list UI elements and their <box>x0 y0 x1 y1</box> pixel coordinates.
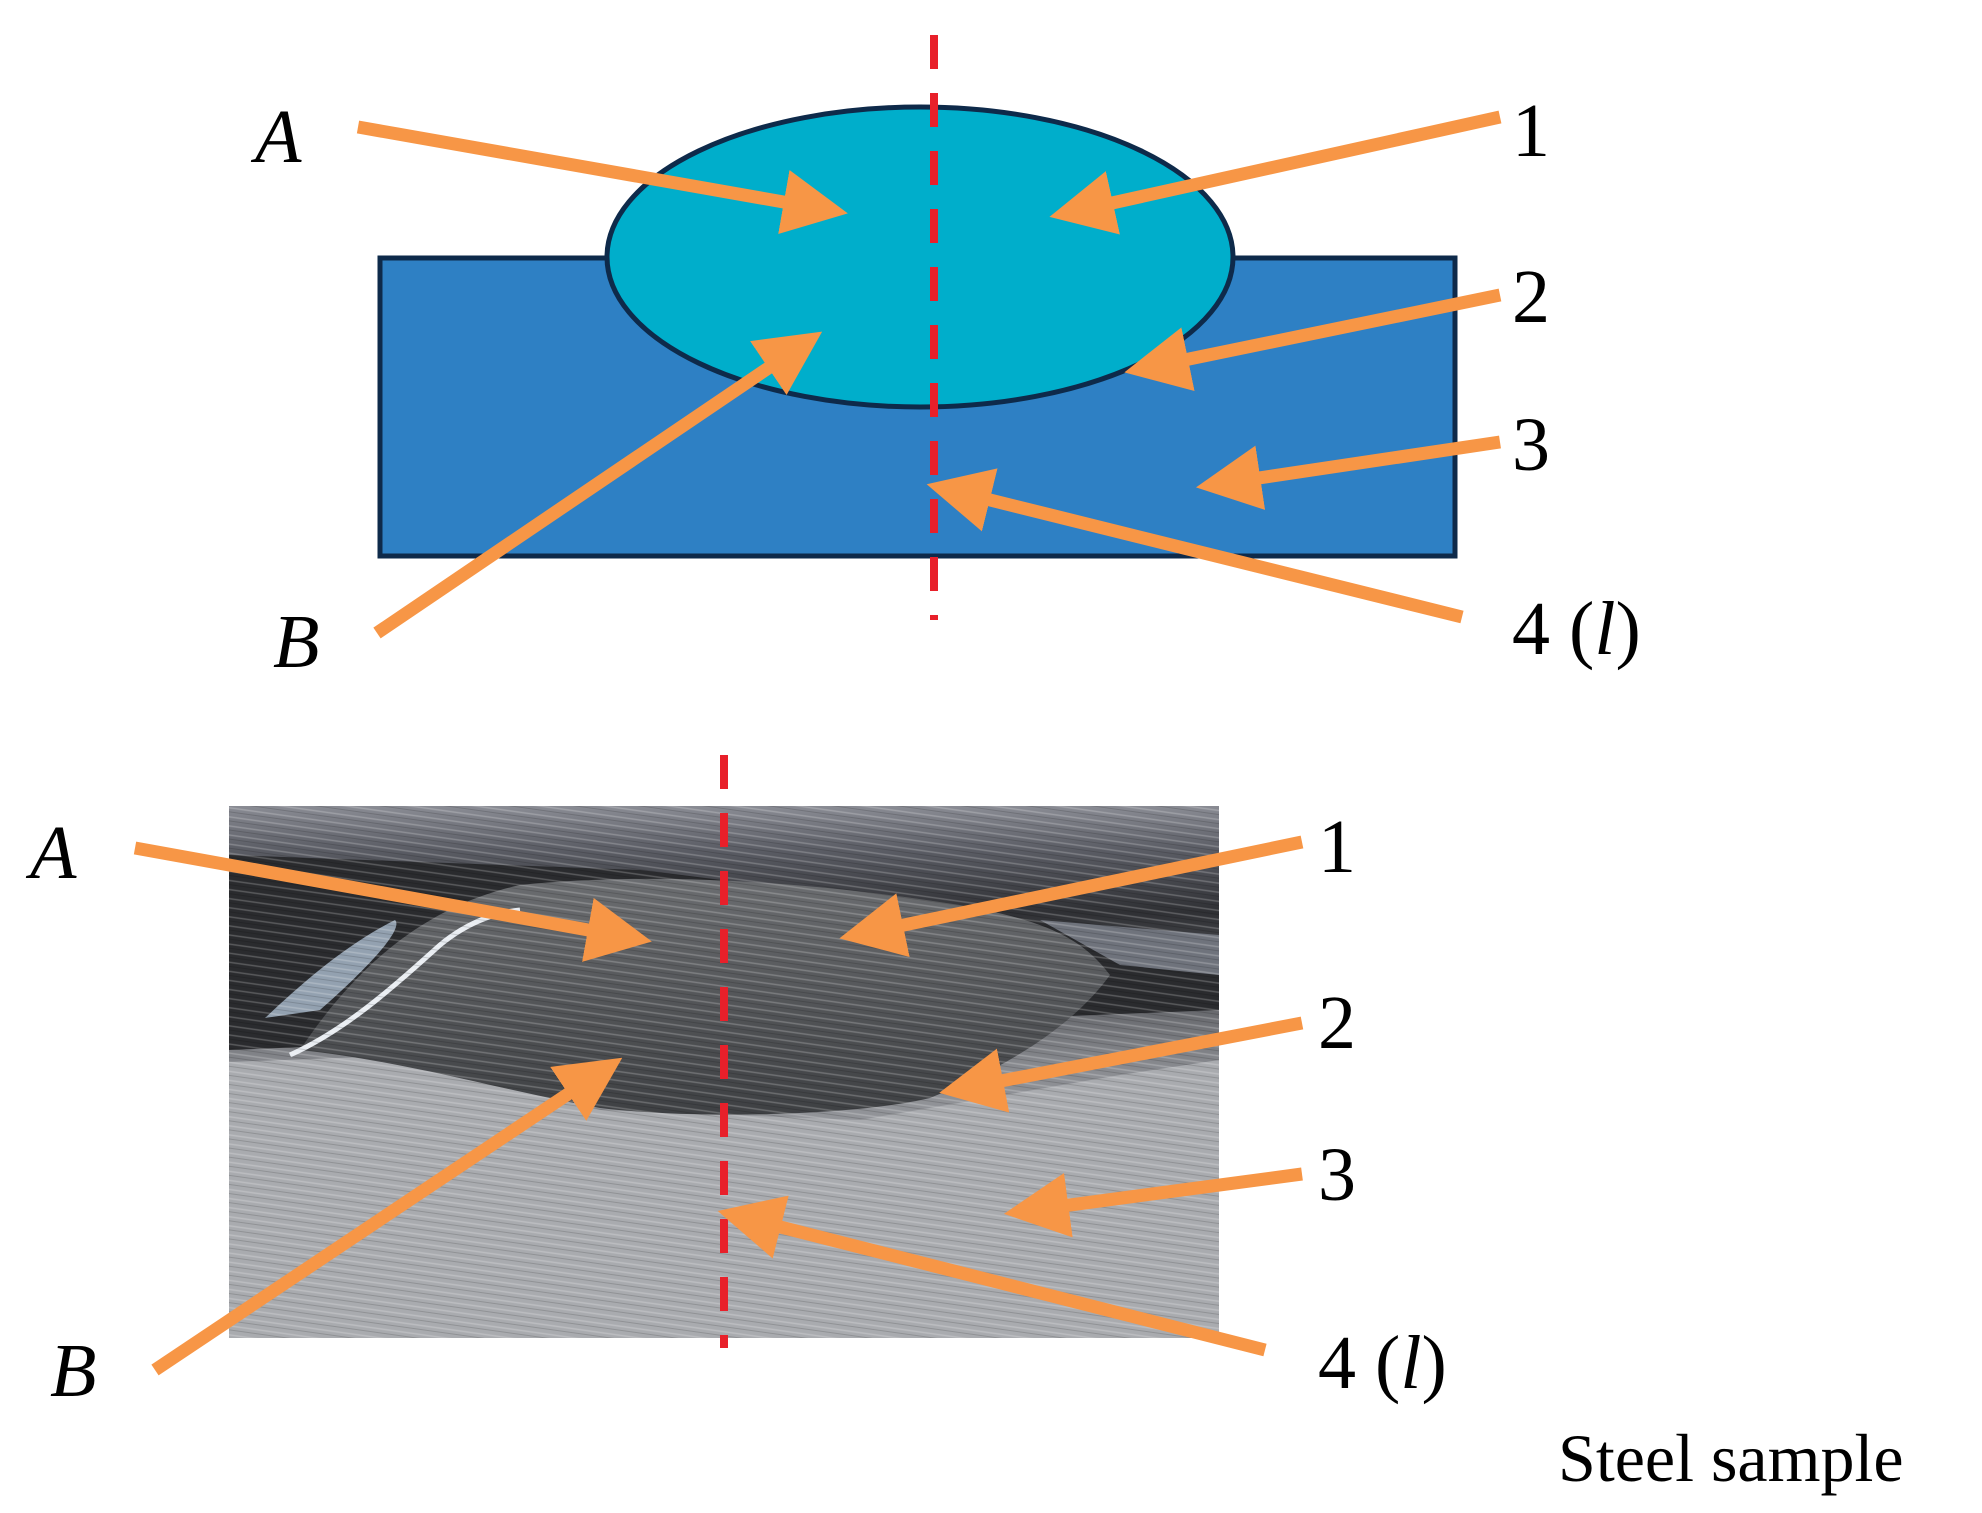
photo-label-A: A <box>25 811 77 895</box>
photo-label-4: 4 (l) <box>1318 1321 1447 1405</box>
photo-arrow-3 <box>1003 1167 1303 1238</box>
photo-arrow-1 <box>839 835 1304 957</box>
photo-label-B: B <box>50 1329 96 1413</box>
label-2: 2 <box>1512 255 1550 339</box>
label-A: A <box>250 95 302 179</box>
photo-arrow-B <box>151 1057 623 1376</box>
label-4: 4 (l) <box>1512 587 1641 671</box>
arrow-2 <box>1124 288 1502 392</box>
label-3: 3 <box>1512 403 1550 487</box>
photo-arrow-2 <box>939 1016 1304 1113</box>
schematic-diagram: A B 1 2 3 4 (l) <box>250 35 1641 684</box>
caption: Steel sample <box>1558 1420 1904 1496</box>
weld-nugget <box>604 104 1236 410</box>
arrow-1 <box>1049 110 1502 235</box>
photo-arrow-A <box>133 841 652 962</box>
arrow-A <box>356 120 848 235</box>
arrow-3 <box>1195 435 1501 510</box>
steel-sample-photo: A B 1 2 3 4 (l) <box>25 755 1447 1413</box>
photo-label-1: 1 <box>1318 805 1356 889</box>
label-B: B <box>273 600 319 684</box>
label-1: 1 <box>1512 89 1550 173</box>
arrow-4 <box>926 468 1464 624</box>
photo-label-2: 2 <box>1318 981 1356 1065</box>
photo-arrow-4 <box>717 1195 1267 1357</box>
arrow-B <box>373 331 823 639</box>
photo-label-3: 3 <box>1318 1133 1356 1217</box>
